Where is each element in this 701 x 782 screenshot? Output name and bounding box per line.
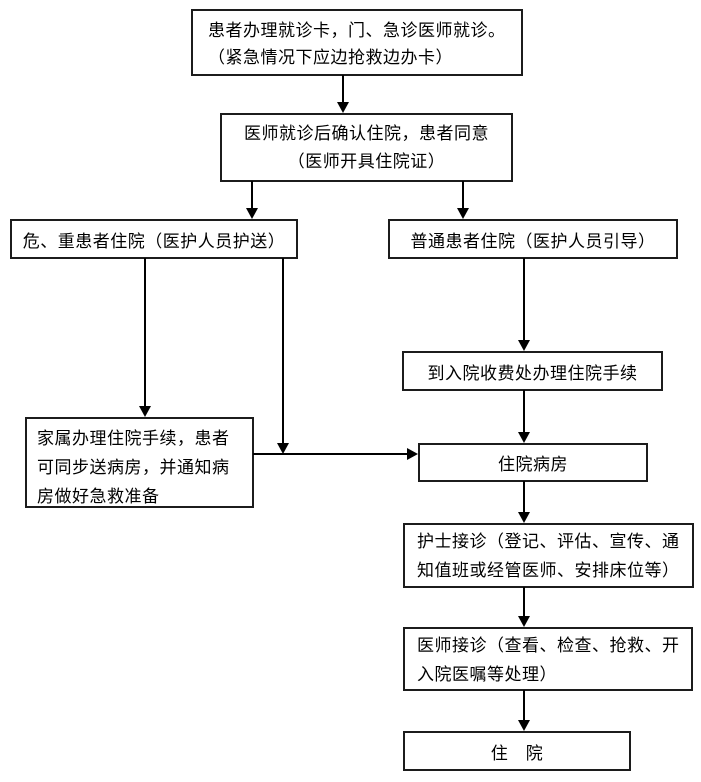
node-text-line: 危、重患者住院（医护人员护送） bbox=[22, 231, 286, 252]
arrow-down-icon bbox=[139, 406, 151, 417]
connector-line bbox=[523, 587, 525, 618]
node-text-line: 患者办理就诊卡，门、急诊医师就诊。 bbox=[208, 21, 506, 41]
node-admission-fee: 到入院收费处办理住院手续 bbox=[402, 351, 663, 391]
arrow-down-icon bbox=[518, 340, 530, 351]
node-text-line: 住 院 bbox=[490, 743, 544, 764]
node-ordinary-patient: 普通患者住院（医护人员引导） bbox=[388, 219, 678, 259]
arrow-down-icon bbox=[518, 512, 530, 523]
arrow-right-icon bbox=[407, 448, 418, 460]
node-nurse-reception: 护士接诊（登记、评估、宣传、通 知值班或经管医师、安排床位等） bbox=[403, 523, 694, 588]
node-doctor-reception: 医师接诊（查看、检查、抢救、开 入院医嘱等处理） bbox=[403, 627, 693, 691]
node-text-line: 医师接诊（查看、检查、抢救、开 bbox=[417, 636, 680, 656]
arrow-down-icon bbox=[337, 102, 349, 113]
node-text-line: 房做好急救准备 bbox=[37, 487, 160, 507]
connector-line bbox=[251, 181, 253, 209]
connector-line bbox=[523, 390, 525, 434]
arrow-down-icon bbox=[457, 208, 469, 219]
node-text-line: 医师就诊后确认住院，患者同意 bbox=[244, 123, 489, 144]
node-text-line: （医师开具住院证） bbox=[287, 151, 446, 172]
connector-line bbox=[253, 453, 408, 455]
arrow-down-icon bbox=[518, 432, 530, 443]
connector-line bbox=[144, 258, 146, 408]
node-family-procedure: 家属办理住院手续，患者 可同步送病房，并通知病 房做好急救准备 bbox=[25, 417, 254, 508]
connector-line bbox=[282, 258, 284, 444]
node-text-line: 到入院收费处办理住院手续 bbox=[427, 363, 638, 384]
node-text-line: 入院医嘱等处理） bbox=[417, 665, 557, 685]
node-text-line: 住院病房 bbox=[498, 455, 568, 475]
node-card-registration: 患者办理就诊卡，门、急诊医师就诊。 （紧急情况下应边抢救边办卡） bbox=[191, 9, 523, 76]
node-critical-patient: 危、重患者住院（医护人员护送） bbox=[10, 219, 298, 259]
node-text-line: 护士接诊（登记、评估、宣传、通 bbox=[417, 532, 680, 552]
node-text-line: 家属办理住院手续，患者 bbox=[37, 429, 230, 449]
node-text-line: （紧急情况下应边抢救边办卡） bbox=[208, 48, 453, 68]
node-text-line: 普通患者住院（医护人员引导） bbox=[410, 231, 656, 252]
connector-line bbox=[523, 690, 525, 722]
connector-line bbox=[342, 75, 344, 103]
node-text-line: 知值班或经管医师、安排床位等） bbox=[417, 561, 680, 581]
arrow-down-icon bbox=[246, 208, 258, 219]
node-inpatient-ward: 住院病房 bbox=[418, 443, 648, 482]
connector-line bbox=[523, 481, 525, 514]
connector-line bbox=[462, 181, 464, 209]
node-hospitalized: 住 院 bbox=[403, 731, 631, 771]
connector-line bbox=[523, 258, 525, 342]
arrow-down-icon bbox=[518, 616, 530, 627]
arrow-down-icon bbox=[277, 443, 289, 454]
arrow-down-icon bbox=[518, 720, 530, 731]
node-text-line: 可同步送病房，并通知病 bbox=[37, 458, 230, 478]
node-doctor-confirm: 医师就诊后确认住院，患者同意 （医师开具住院证） bbox=[220, 113, 513, 182]
